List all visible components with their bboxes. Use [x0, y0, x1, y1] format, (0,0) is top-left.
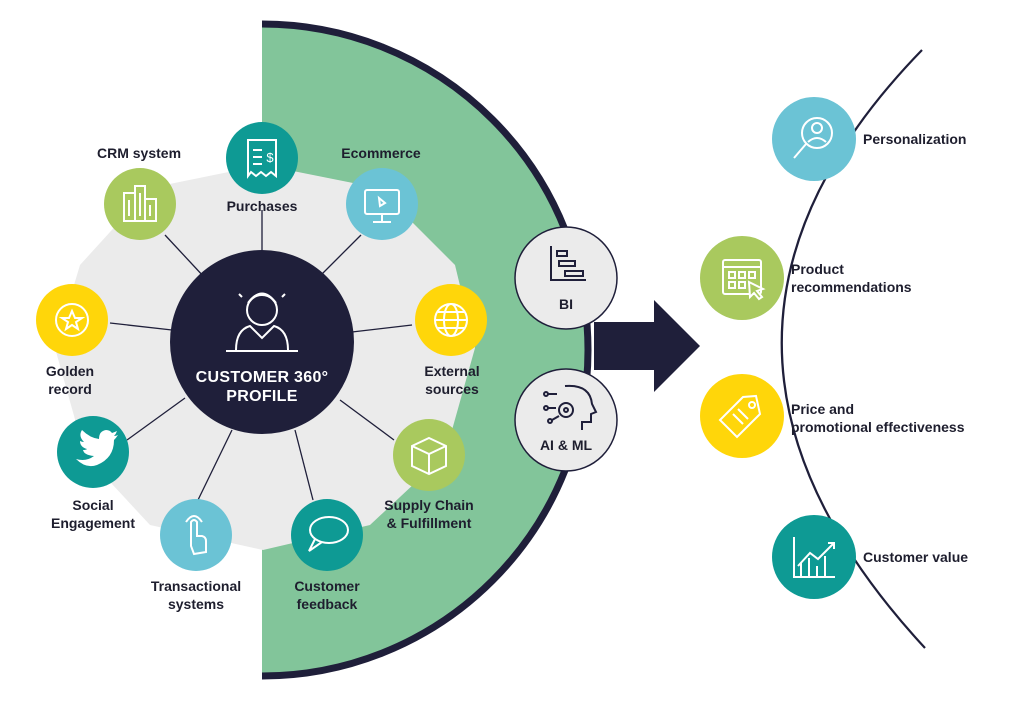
customer-profile-title: CUSTOMER 360° PROFILE: [177, 368, 347, 406]
person-icon: [226, 292, 298, 352]
speech-bubble-icon: [308, 516, 349, 552]
source-social-engagement: [57, 416, 129, 488]
label-price-promotional: Price and promotional effectiveness: [791, 401, 965, 435]
analytics-ai-ml: [514, 368, 618, 472]
gantt-chart-icon: [550, 246, 586, 281]
gear-head-icon: [543, 384, 598, 430]
label-crm-system: CRM system: [96, 145, 182, 161]
receipt-icon: $: [247, 139, 277, 179]
center-title-line2: PROFILE: [226, 388, 298, 405]
center-title-line1: CUSTOMER 360°: [195, 369, 329, 386]
label-ai-ml: AI & ML: [539, 437, 593, 453]
box-icon: [411, 436, 447, 476]
source-external-sources: [415, 284, 487, 356]
label-external-sources: External sources: [424, 363, 480, 397]
source-customer-feedback: [291, 499, 363, 571]
outcome-personalization: [772, 97, 856, 181]
outcome-customer-value: [772, 515, 856, 599]
source-golden-record: [36, 284, 108, 356]
source-crm-system: [104, 168, 176, 240]
grid-cursor-icon: [722, 259, 766, 301]
building-icon: [123, 185, 157, 222]
label-customer-feedback: Customer feedback: [294, 578, 360, 612]
globe-icon: [434, 303, 468, 337]
source-transactional-systems: [160, 499, 232, 571]
flow-arrow: [594, 300, 700, 392]
label-social-engagement: Social Engagement: [50, 497, 136, 531]
label-ecommerce: Ecommerce: [341, 145, 421, 161]
people-magnifier-icon: [793, 117, 833, 159]
svg-text:$: $: [266, 150, 274, 165]
source-purchases: $: [226, 122, 298, 194]
source-supply-chain: [393, 419, 465, 491]
label-product-recommendations: Product recommendations: [791, 261, 912, 295]
analytics-band-border: [261, 20, 592, 680]
growth-chart-icon: [793, 537, 835, 578]
price-tag-icon: [718, 394, 762, 439]
source-ecommerce: [346, 168, 418, 240]
outcome-product-recommendations: [700, 236, 784, 320]
touch-hand-icon: [185, 515, 207, 556]
label-golden-record: Golden record: [45, 363, 95, 397]
outcome-price-promotional: [700, 374, 784, 458]
label-bi: BI: [559, 296, 573, 312]
monitor-icon: [364, 189, 400, 223]
analytics-bi: [514, 226, 618, 330]
label-customer-value: Customer value: [863, 549, 969, 565]
label-purchases: Purchases: [226, 198, 298, 214]
bird-icon: [76, 430, 118, 467]
customer-profile-node: [170, 250, 354, 434]
star-medal-icon: [55, 303, 89, 337]
label-transactional-systems: Transactional systems: [150, 578, 242, 612]
label-supply-chain: Supply Chain & Fulfillment: [384, 497, 474, 531]
label-personalization: Personalization: [863, 131, 967, 147]
